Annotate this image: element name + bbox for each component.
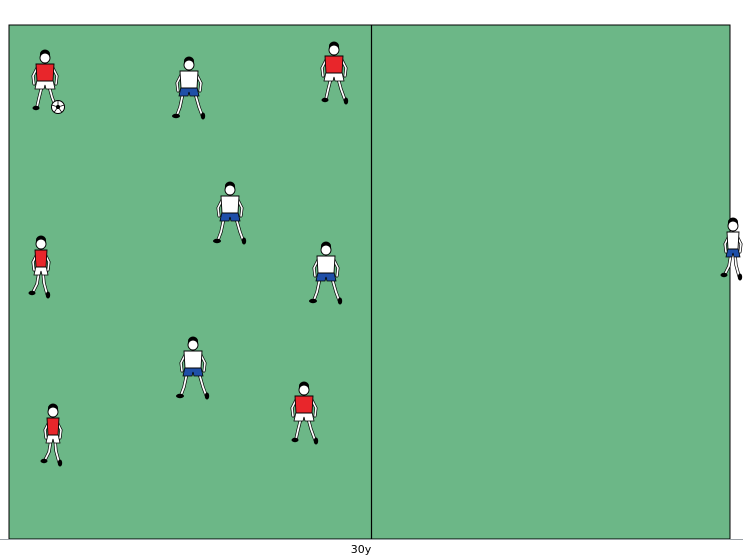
pitch-field	[9, 25, 730, 539]
dimension-label: 30y	[346, 543, 376, 556]
soccer-ball-icon	[52, 101, 65, 114]
